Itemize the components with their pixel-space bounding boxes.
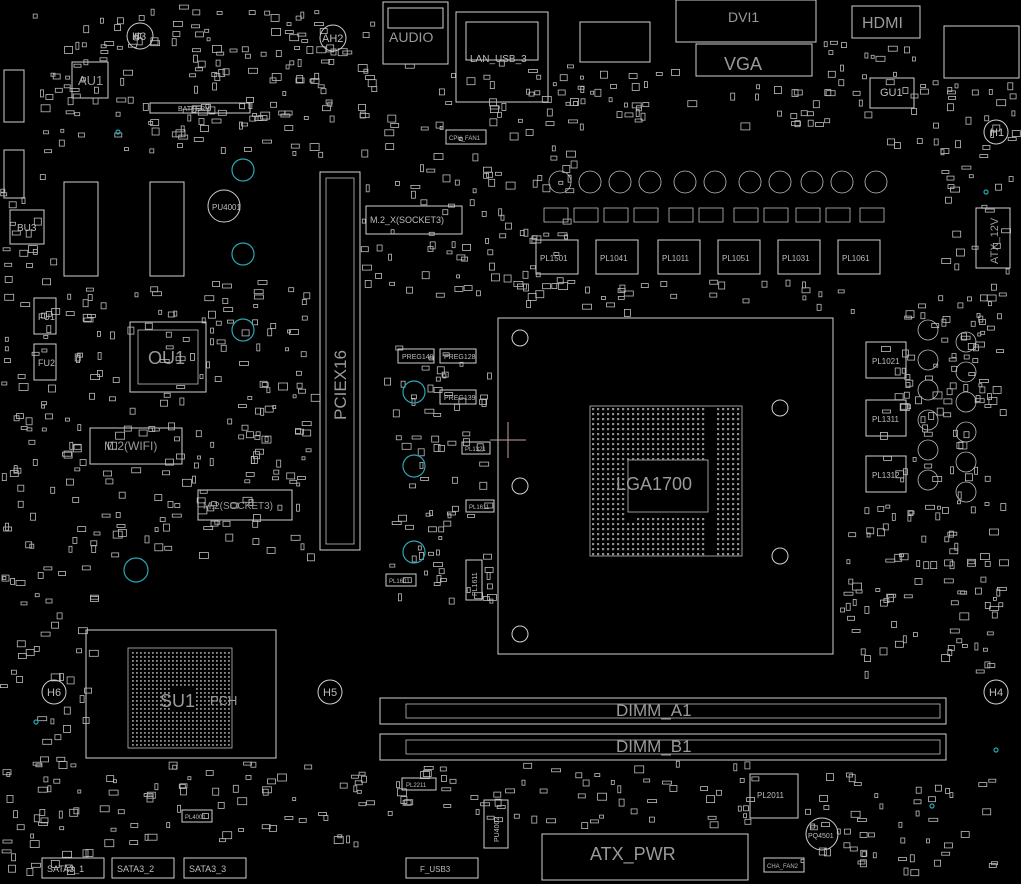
pl1061-label: PL1061 <box>842 254 870 263</box>
pl4001-label: PL4001 <box>185 815 206 821</box>
bu3-label: BU3 <box>17 223 37 234</box>
pch-label: PCH <box>210 693 237 708</box>
f-usb-label: F_USB3 <box>420 865 451 874</box>
vrm-inductors: PL1501 PL1041 PL1011 PL1051 PL1031 PL106… <box>535 207 1011 493</box>
m2-wifi-label: M.2(WIFI) <box>104 439 157 453</box>
lan-usb-connector-label: LAN_USB_3 <box>470 54 527 65</box>
rear-io-area: AUDIO LAN_USB_3 DVI1 VGA HDMI GU1 <box>382 0 1020 109</box>
pl1321-label: PL1321 <box>465 447 486 453</box>
preg128-label: PREG128 <box>444 354 476 361</box>
pl1051-label: PL1051 <box>722 254 750 263</box>
pl1611b-label: PL1611 <box>472 572 479 596</box>
pciex16-label: PCIEX16 <box>331 350 350 420</box>
top-left-components: H3 AH2 AU1 BATTERY BU3 PU4001 OU1 M.2(WI… <box>3 22 347 521</box>
atx-pwr-label: ATX_PWR <box>590 844 676 865</box>
vga-connector-label: VGA <box>724 54 762 74</box>
pl1501-label: PL1501 <box>540 254 568 263</box>
au1-label: AU1 <box>78 73 103 88</box>
pu4001-label: PU4001 <box>212 203 241 212</box>
pl1031-label: PL1031 <box>782 254 810 263</box>
pl1011-label: PL1011 <box>662 254 690 263</box>
dvi-connector-label: DVI1 <box>728 9 759 25</box>
atx-12v-label: ATX_12V <box>989 217 1001 264</box>
ou1-label: OU1 <box>148 348 185 368</box>
h6-label: H6 <box>47 687 61 699</box>
pl1311-label: PL1311 <box>872 415 900 424</box>
pl2211-label: PL2211 <box>406 783 427 789</box>
pl2011-label: PL2011 <box>757 791 785 800</box>
pcie-x16-slot: PCIEX16 <box>319 171 361 551</box>
h3-mounting-hole-outline <box>126 22 154 50</box>
pu4002-label: PU4002 <box>494 817 501 842</box>
pl1611-label: PL1611 <box>469 505 490 511</box>
crosshair-cursor <box>490 422 526 458</box>
fu2-label: FU2 <box>38 358 55 368</box>
pq4501-label: PQ4501 <box>808 833 834 840</box>
pl1312-label: PL1312 <box>872 471 900 480</box>
cha-fan-label: CHA_FAN2 <box>767 864 799 870</box>
h3-label: H3 <box>132 31 146 43</box>
hdmi-connector-label: HDMI <box>862 15 903 32</box>
cpu-fan-label: CPU_FAN1 <box>449 136 481 142</box>
pch-chip: SU1 PCH <box>85 629 277 759</box>
smd-components <box>0 4 1021 877</box>
dimm-a1-label: DIMM_A1 <box>616 701 692 720</box>
m2x-label: M.2_X(SOCKET3) <box>370 215 444 225</box>
m2x-socket: M.2_X(SOCKET3) <box>365 205 463 235</box>
gu1-label: GU1 <box>880 87 903 99</box>
pl1021-label: PL1021 <box>872 357 900 366</box>
sata3-label: SATA3_3 <box>189 864 226 874</box>
preg140-label: PREG140 <box>402 354 434 361</box>
h4-label: H4 <box>989 687 1003 699</box>
pl1041-label: PL1041 <box>600 254 628 263</box>
mounting-hole-markers <box>33 129 999 809</box>
dimm-slots: DIMM_A1 DIMM_B1 <box>379 697 947 761</box>
cpu-socket: LGA1700 <box>497 317 834 655</box>
sata2-label: SATA3_2 <box>117 864 154 874</box>
cpu-socket-label: LGA1700 <box>616 474 692 494</box>
pl1601-label: PL1601 <box>389 579 410 585</box>
battery-label: BATTERY <box>178 106 210 113</box>
h5-label: H5 <box>323 687 337 699</box>
ah2-label: AH2 <box>322 33 343 45</box>
dimm-b1-label: DIMM_B1 <box>616 737 692 756</box>
ah2-mounting-hole-outline <box>319 24 347 52</box>
audio-connector-label: AUDIO <box>389 29 433 45</box>
